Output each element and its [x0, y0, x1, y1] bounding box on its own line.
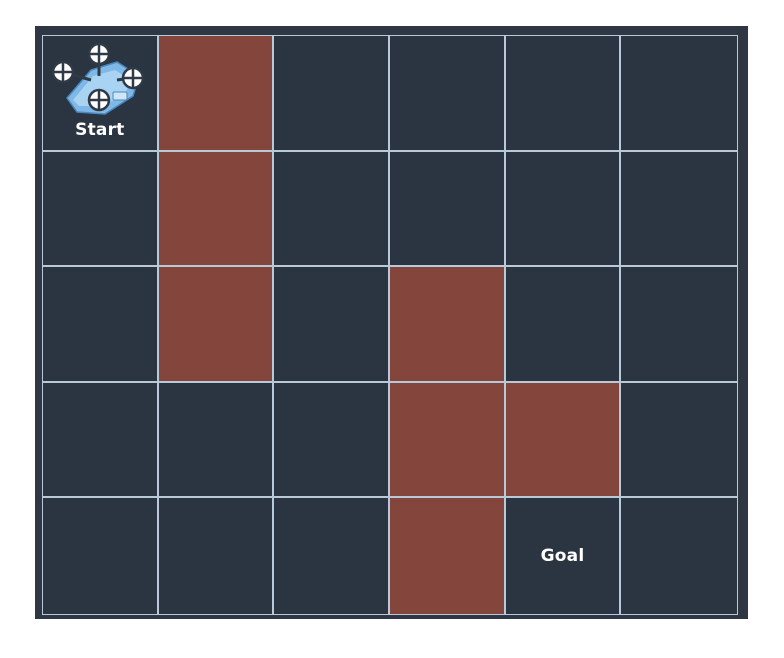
floor-cell[interactable]	[505, 151, 622, 268]
floor-cell[interactable]	[389, 151, 506, 268]
floor-cell[interactable]	[621, 267, 737, 383]
floor-cell[interactable]	[274, 382, 390, 499]
wall-cell[interactable]	[505, 382, 622, 499]
wall-cell[interactable]	[389, 382, 506, 499]
floor-cell[interactable]	[43, 151, 159, 268]
goal-cell[interactable]: Goal	[505, 498, 622, 614]
floor-cell[interactable]	[43, 267, 159, 383]
start-label: Start	[75, 119, 125, 140]
wall-cell[interactable]	[389, 498, 506, 614]
drone-icon	[51, 42, 145, 115]
floor-cell[interactable]	[505, 267, 622, 383]
wall-cell[interactable]	[158, 151, 275, 268]
start-cell[interactable]: Start	[43, 36, 159, 152]
floor-cell[interactable]	[158, 498, 275, 614]
floor-cell[interactable]	[621, 151, 737, 268]
floor-cell[interactable]	[621, 498, 737, 614]
wall-cell[interactable]	[158, 267, 275, 383]
floor-cell[interactable]	[621, 382, 737, 499]
floor-cell[interactable]	[621, 36, 737, 152]
floor-cell[interactable]	[389, 36, 506, 152]
floor-cell[interactable]	[158, 382, 275, 499]
wall-cell[interactable]	[158, 36, 275, 152]
floor-cell[interactable]	[505, 36, 622, 152]
floor-cell[interactable]	[43, 498, 159, 614]
floor-cell[interactable]	[274, 151, 390, 268]
floor-cell[interactable]	[43, 382, 159, 499]
wall-cell[interactable]	[389, 267, 506, 383]
goal-label: Goal	[540, 546, 585, 567]
floor-cell[interactable]	[274, 498, 390, 614]
floor-cell[interactable]	[274, 36, 390, 152]
floor-cell[interactable]	[274, 267, 390, 383]
